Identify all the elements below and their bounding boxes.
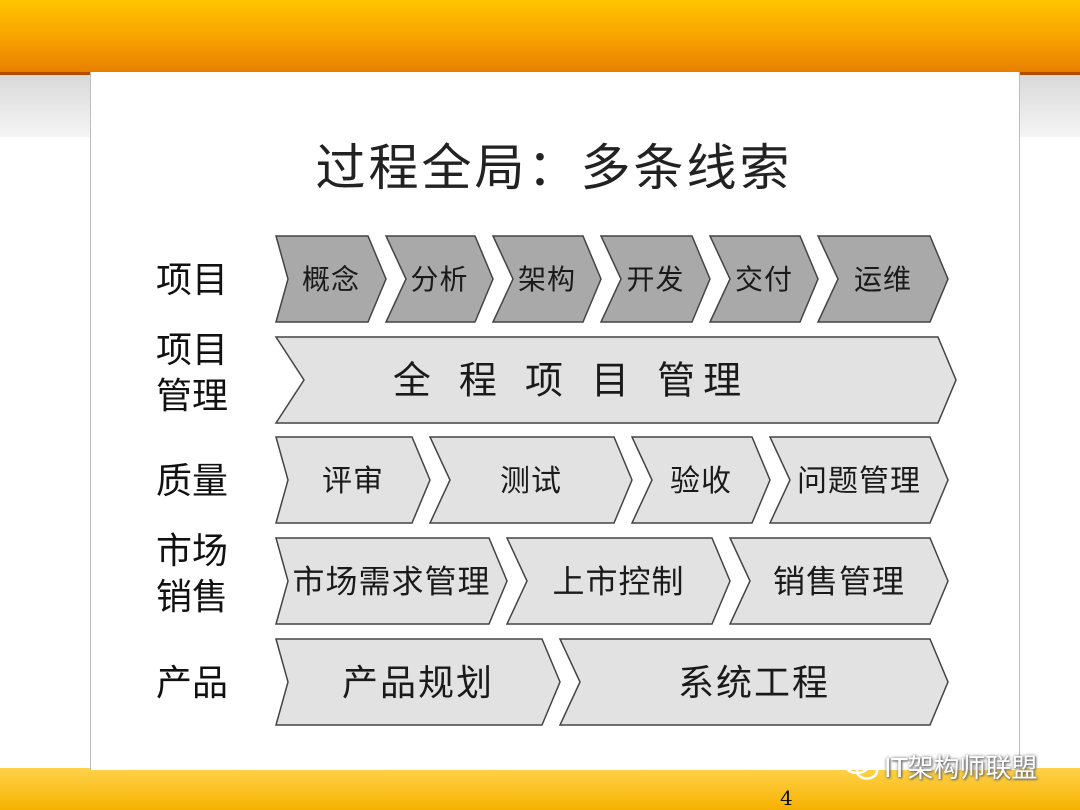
chevron-label: 交付	[735, 263, 793, 296]
process-chevron	[708, 235, 819, 323]
process-chevron	[728, 537, 949, 625]
process-chevron	[491, 235, 602, 323]
chevron-label: 产品规划	[342, 663, 494, 704]
chevron-label: 开发	[626, 263, 684, 296]
process-chevron	[384, 235, 494, 323]
process-chevron	[505, 537, 731, 625]
watermark: IT架构师联盟	[842, 748, 1038, 785]
watermark-text: IT架构师联盟	[884, 754, 1038, 784]
process-chevron	[275, 638, 561, 726]
process-row-3: 质量 评审 测试 验收 问题管理	[156, 436, 949, 524]
chevron-label: 架构	[518, 263, 576, 296]
process-chevron	[558, 638, 949, 726]
row-label: 项目	[156, 330, 228, 371]
process-chevron	[274, 336, 957, 424]
process-chevron	[275, 235, 387, 323]
chevron-label: 问题管理	[797, 464, 921, 499]
row-label: 项目	[156, 260, 228, 301]
bottom-yellow-bar	[0, 768, 1080, 810]
row-label: 管理	[156, 376, 228, 417]
chevron-label: 销售管理	[773, 563, 905, 601]
process-row-5: 产品 产品规划 系统工程	[156, 638, 949, 726]
process-chevron	[428, 436, 633, 524]
process-chevron	[275, 436, 431, 524]
slide-title: 过程全局：多条线索	[315, 139, 793, 197]
chevron-label: 上市控制	[552, 563, 684, 601]
process-chevron	[630, 436, 771, 524]
row-label: 销售	[156, 577, 228, 618]
process-chevron	[275, 537, 508, 625]
chevron-label: 市场需求管理	[292, 563, 490, 601]
chevron-label: 测试	[500, 464, 562, 499]
chevron-label: 概念	[302, 263, 360, 296]
page-number: 4	[780, 786, 793, 810]
chevron-label: 验收	[670, 464, 732, 499]
process-chevron	[816, 235, 949, 323]
row-label: 质量	[156, 461, 228, 502]
chevron-label: 系统工程	[678, 663, 830, 704]
chevron-label: 评审	[322, 464, 384, 499]
process-chevron	[599, 235, 711, 323]
chevron-label: 分析	[410, 263, 468, 296]
chevron-label: 全 程 项 目 管理	[393, 359, 749, 403]
row-label: 产品	[156, 663, 228, 704]
wechat-icon	[843, 753, 879, 780]
process-row-1: 项目 概念 分析 架构 开发 交付 运维	[156, 235, 949, 323]
row-label: 市场	[156, 531, 228, 572]
chevron-label: 运维	[854, 263, 912, 296]
process-chevron	[768, 436, 949, 524]
